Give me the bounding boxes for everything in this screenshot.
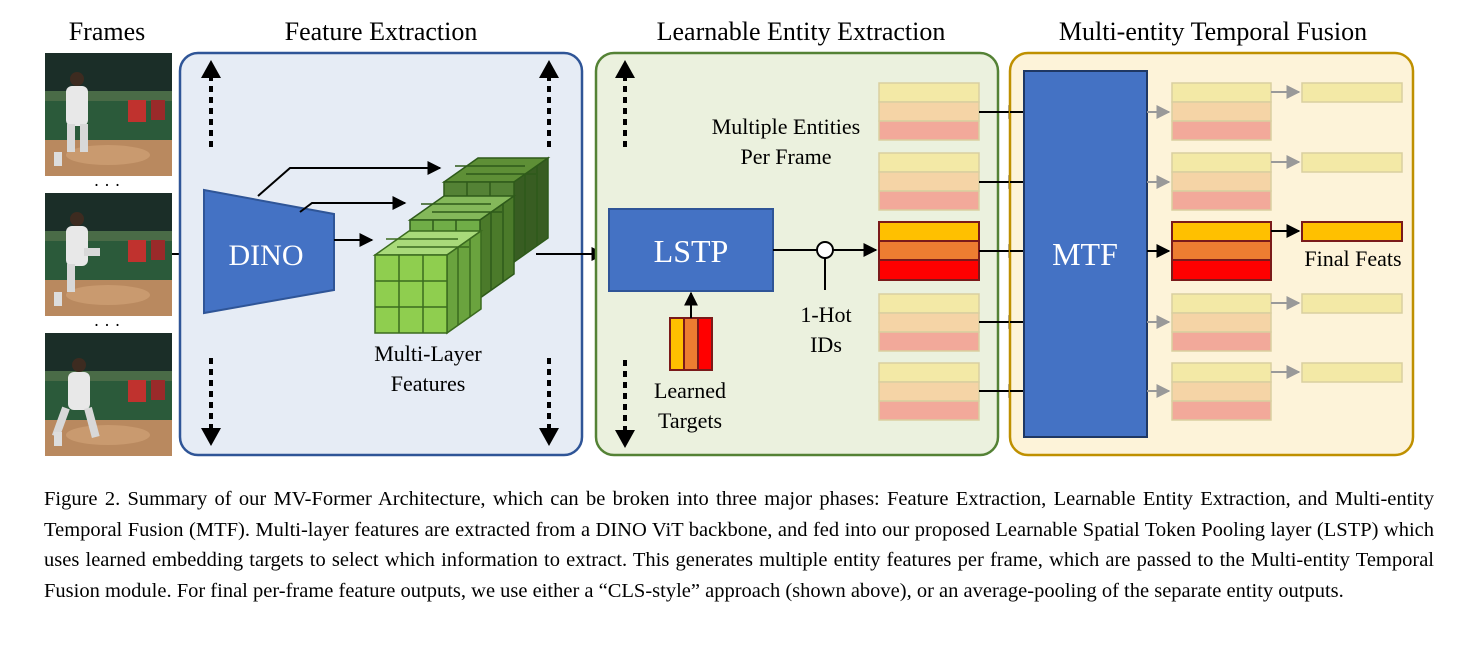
mtf-output-arrows — [1147, 105, 1171, 398]
fused-entity-stack-faded — [1171, 152, 1272, 211]
frame-ellipsis: · · · — [94, 175, 121, 195]
one-hot-junction — [816, 241, 834, 259]
frames-title: Frames — [69, 17, 146, 46]
multiple-entities-label-line2: Per Frame — [740, 144, 831, 169]
learned-targets-label-line1: Learned — [654, 378, 726, 403]
fused-entity-stack-faded — [1171, 362, 1272, 421]
dino-backbone — [203, 188, 335, 315]
stack-indicator-arrows — [209, 75, 551, 430]
mtf-label: MTF — [1052, 236, 1118, 272]
figure-caption-label: Figure 2. — [44, 488, 121, 510]
figure-caption: Figure 2. Summary of our MV-Former Archi… — [44, 484, 1434, 606]
entity-stack-faded — [878, 82, 980, 141]
temporal-fusion-title: Multi-entity Temporal Fusion — [1059, 17, 1367, 46]
fused-entity-stack-active — [1171, 221, 1272, 281]
entity-stack-faded — [878, 293, 980, 352]
video-frame — [45, 53, 172, 176]
entity-stack-faded — [878, 152, 980, 211]
final-feat-arrows — [1271, 85, 1301, 379]
arrowheads — [201, 60, 559, 446]
final-feat-faded — [1301, 82, 1403, 383]
video-frame — [45, 333, 172, 456]
final-feats-label: Final Feats — [1304, 246, 1401, 271]
one-hot-label-line2: IDs — [810, 332, 842, 357]
learned-targets-label-line2: Targets — [658, 408, 722, 433]
one-hot-label-line1: 1-Hot — [800, 302, 851, 327]
dino-to-feature-arrow — [257, 161, 442, 197]
fused-entity-stack-faded — [1171, 293, 1272, 352]
video-frame — [45, 193, 172, 316]
mtf-module — [1023, 70, 1148, 438]
fused-entity-stack-faded — [1171, 82, 1272, 141]
multiple-entities-label-line1: Multiple Entities — [712, 114, 861, 139]
lstp-module — [608, 208, 774, 292]
learned-targets-stack — [669, 317, 713, 371]
dino-to-feature-arrow — [299, 196, 407, 213]
video-frames: · · · · · · — [45, 53, 172, 456]
multi-layer-label-line2: Features — [391, 371, 466, 396]
multi-layer-label-line1: Multi-Layer — [374, 341, 482, 366]
lstp-label: LSTP — [654, 233, 729, 269]
entity-stack-active — [878, 221, 980, 281]
entity-stack-faded — [878, 362, 980, 421]
figure-caption-text: Summary of our MV-Former Architecture, w… — [44, 488, 1434, 602]
architecture-diagram: Frames Feature Extraction Learnable Enti… — [45, 17, 1415, 457]
entity-extraction-title: Learnable Entity Extraction — [657, 17, 946, 46]
arrowheads — [615, 60, 635, 448]
dino-label: DINO — [229, 239, 304, 272]
feature-cube-front — [372, 229, 484, 335]
final-feat-active — [1301, 221, 1403, 242]
feature-extraction-title: Feature Extraction — [285, 17, 478, 46]
frame-ellipsis: · · · — [94, 315, 121, 335]
